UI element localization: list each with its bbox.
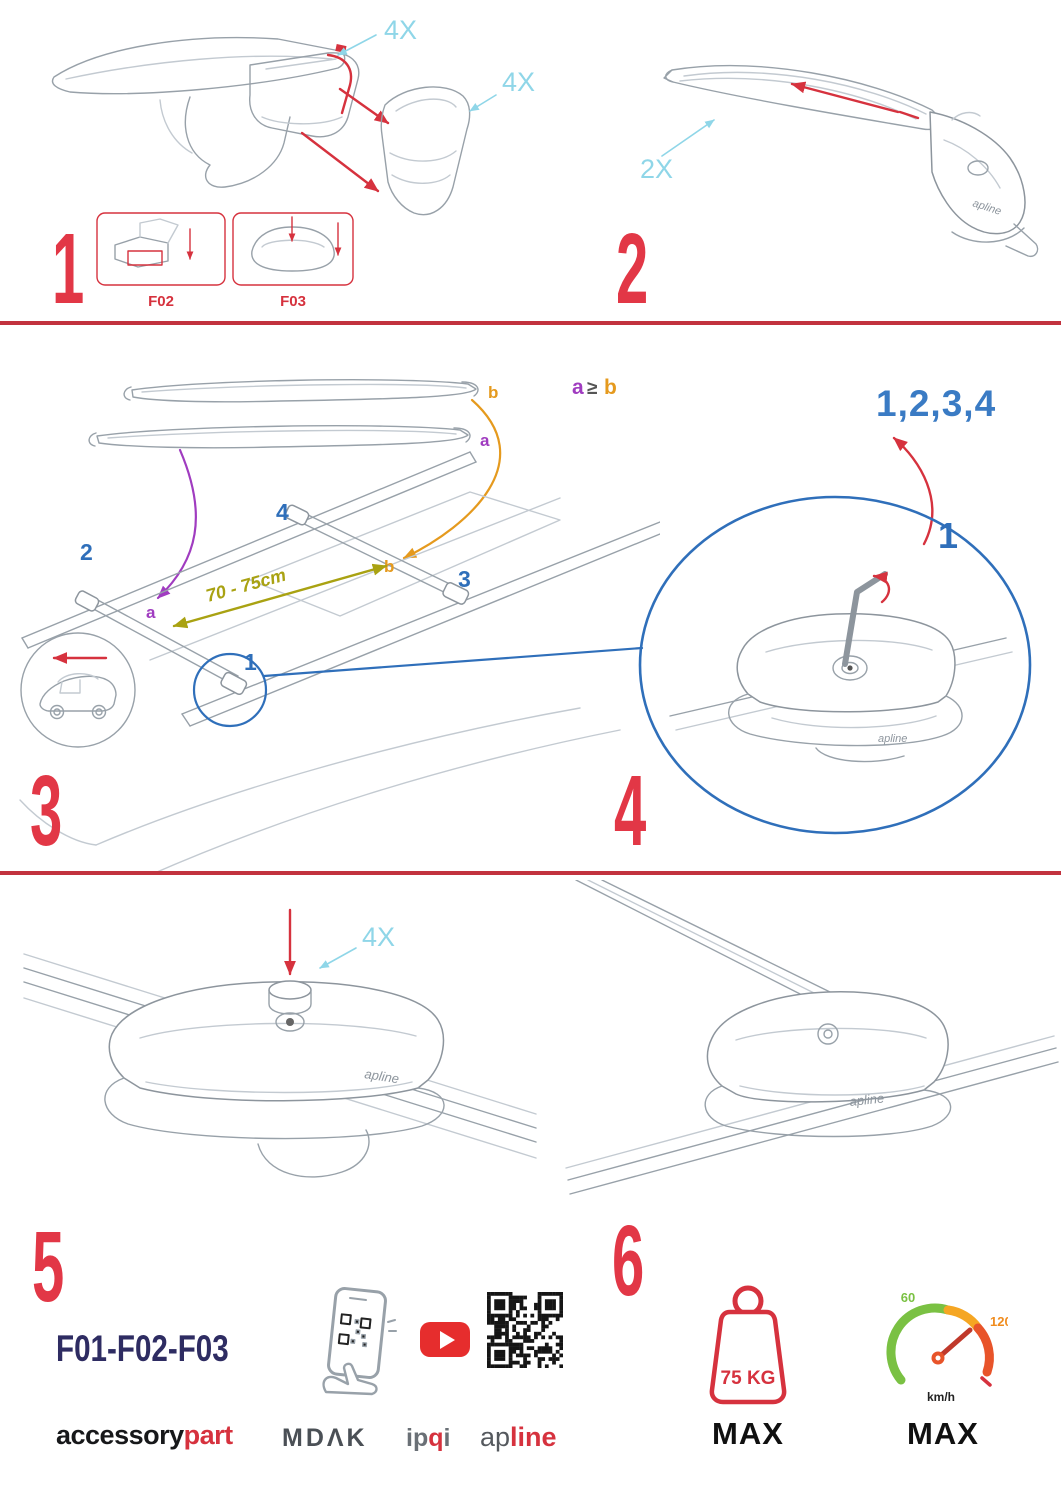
max-speed-gauge-icon: 60 120 km/h	[886, 1290, 1008, 1404]
step1-crossbar-cover-illustration: 4X 4X F02 F03	[51, 15, 535, 310]
step5-knob-cover-illustration: apline 4X	[23, 908, 537, 1178]
phone-qr-scan-icon	[322, 1287, 397, 1396]
roof-label-a: a	[146, 603, 156, 622]
speed-low-tick: 60	[901, 1290, 915, 1305]
step-3-number: 3	[30, 755, 63, 867]
brand-apline: apline	[480, 1422, 557, 1453]
youtube-icon	[420, 1322, 470, 1357]
position-3: 3	[458, 566, 471, 592]
qr-code	[487, 1292, 563, 1368]
rule-b: b	[604, 376, 617, 399]
arrow-rotate-key	[872, 571, 891, 604]
model-codes: F01-F02-F03	[56, 1328, 229, 1369]
callout-line-4x-bar	[337, 34, 377, 56]
sequence-start-label: 1	[938, 515, 958, 556]
qty-label-bar: 4X	[384, 15, 417, 45]
callout-line-4x-knob	[319, 947, 357, 969]
ipqi-q: q	[428, 1424, 444, 1452]
apline-logo-small: apline	[849, 1090, 885, 1109]
position-1: 1	[244, 649, 257, 675]
part-label-f02: F02	[148, 293, 174, 310]
step6-mounted-foot-illustration: apline	[565, 880, 1059, 1195]
arrow-attach-cover-2	[300, 131, 380, 193]
brand-ipqi: ipqi	[406, 1424, 450, 1453]
position-4: 4	[276, 499, 289, 525]
max-load-weight-icon: 75 KG	[709, 1285, 787, 1405]
loose-bar-a-label: a	[480, 431, 490, 450]
ipqi-i: i	[443, 1424, 451, 1452]
brand-accessory-text: accessory	[56, 1420, 184, 1450]
apline-line: line	[510, 1422, 557, 1452]
rule-gte: ≥	[587, 378, 597, 399]
part-box-f03	[232, 212, 354, 286]
qty-label-knob: 4X	[362, 922, 395, 952]
section-divider-bottom	[0, 871, 1061, 875]
speed-high-tick: 120	[990, 1314, 1008, 1329]
apline-logo-small: apline	[364, 1066, 401, 1086]
distance-arrow	[172, 563, 388, 629]
brand-accessorypart: accessorypart	[56, 1420, 233, 1451]
step4-tighten-illustration: 1,2,3,4 1 apline	[638, 383, 1032, 835]
tighten-sequence-label: 1,2,3,4	[876, 383, 996, 424]
brand-mdak: MDΛK	[282, 1424, 368, 1452]
rule-a: a	[572, 376, 584, 399]
focus-circle	[192, 652, 268, 728]
position-2: 2	[80, 539, 93, 565]
max-weight-label: MAX	[712, 1416, 784, 1451]
step-2-number: 2	[616, 213, 649, 325]
apline-logo-small: apline	[878, 733, 907, 745]
qty-label-2x: 2X	[640, 154, 673, 184]
guide-curve-a	[156, 448, 197, 600]
max-weight-value: 75 KG	[721, 1368, 776, 1389]
callout-line-2x	[661, 119, 715, 157]
focus-pointer-line	[262, 646, 644, 678]
zoom-ellipse	[638, 495, 1032, 835]
distance-label: 70 - 75cm	[204, 565, 288, 606]
qty-label-cover: 4X	[502, 67, 535, 97]
max-speed-label: MAX	[907, 1416, 979, 1451]
arrow-slide-bar	[790, 81, 900, 114]
step-1-number: 1	[52, 213, 85, 325]
step3-roof-placement-illustration: b a a ≥ b a b 2 4 3 1	[19, 376, 660, 875]
gauge-needle	[935, 1327, 973, 1361]
ipqi-ip: ip	[406, 1424, 429, 1452]
arrow-repeat-sequence	[892, 436, 934, 546]
step-4-number: 4	[614, 755, 647, 867]
part-box-f02	[96, 212, 226, 286]
arrow-attach-cover	[338, 87, 390, 125]
apline-ap: ap	[480, 1422, 511, 1452]
step2-bar-into-foot-illustration: apline 2X	[640, 65, 1039, 258]
guide-curve-b	[402, 398, 502, 560]
step-5-number: 5	[32, 1211, 65, 1323]
section-divider-top	[0, 321, 1061, 325]
car-inset-circle	[20, 632, 136, 748]
callout-line-4x-cover	[469, 94, 497, 112]
roof-label-b: b	[384, 557, 394, 576]
brand-part-text: part	[183, 1420, 234, 1450]
part-label-f03: F03	[280, 293, 306, 310]
step-6-number: 6	[612, 1205, 645, 1317]
loose-bar-b-label: b	[488, 383, 498, 402]
speed-unit-label: km/h	[927, 1390, 955, 1404]
play-triangle	[439, 1330, 455, 1349]
